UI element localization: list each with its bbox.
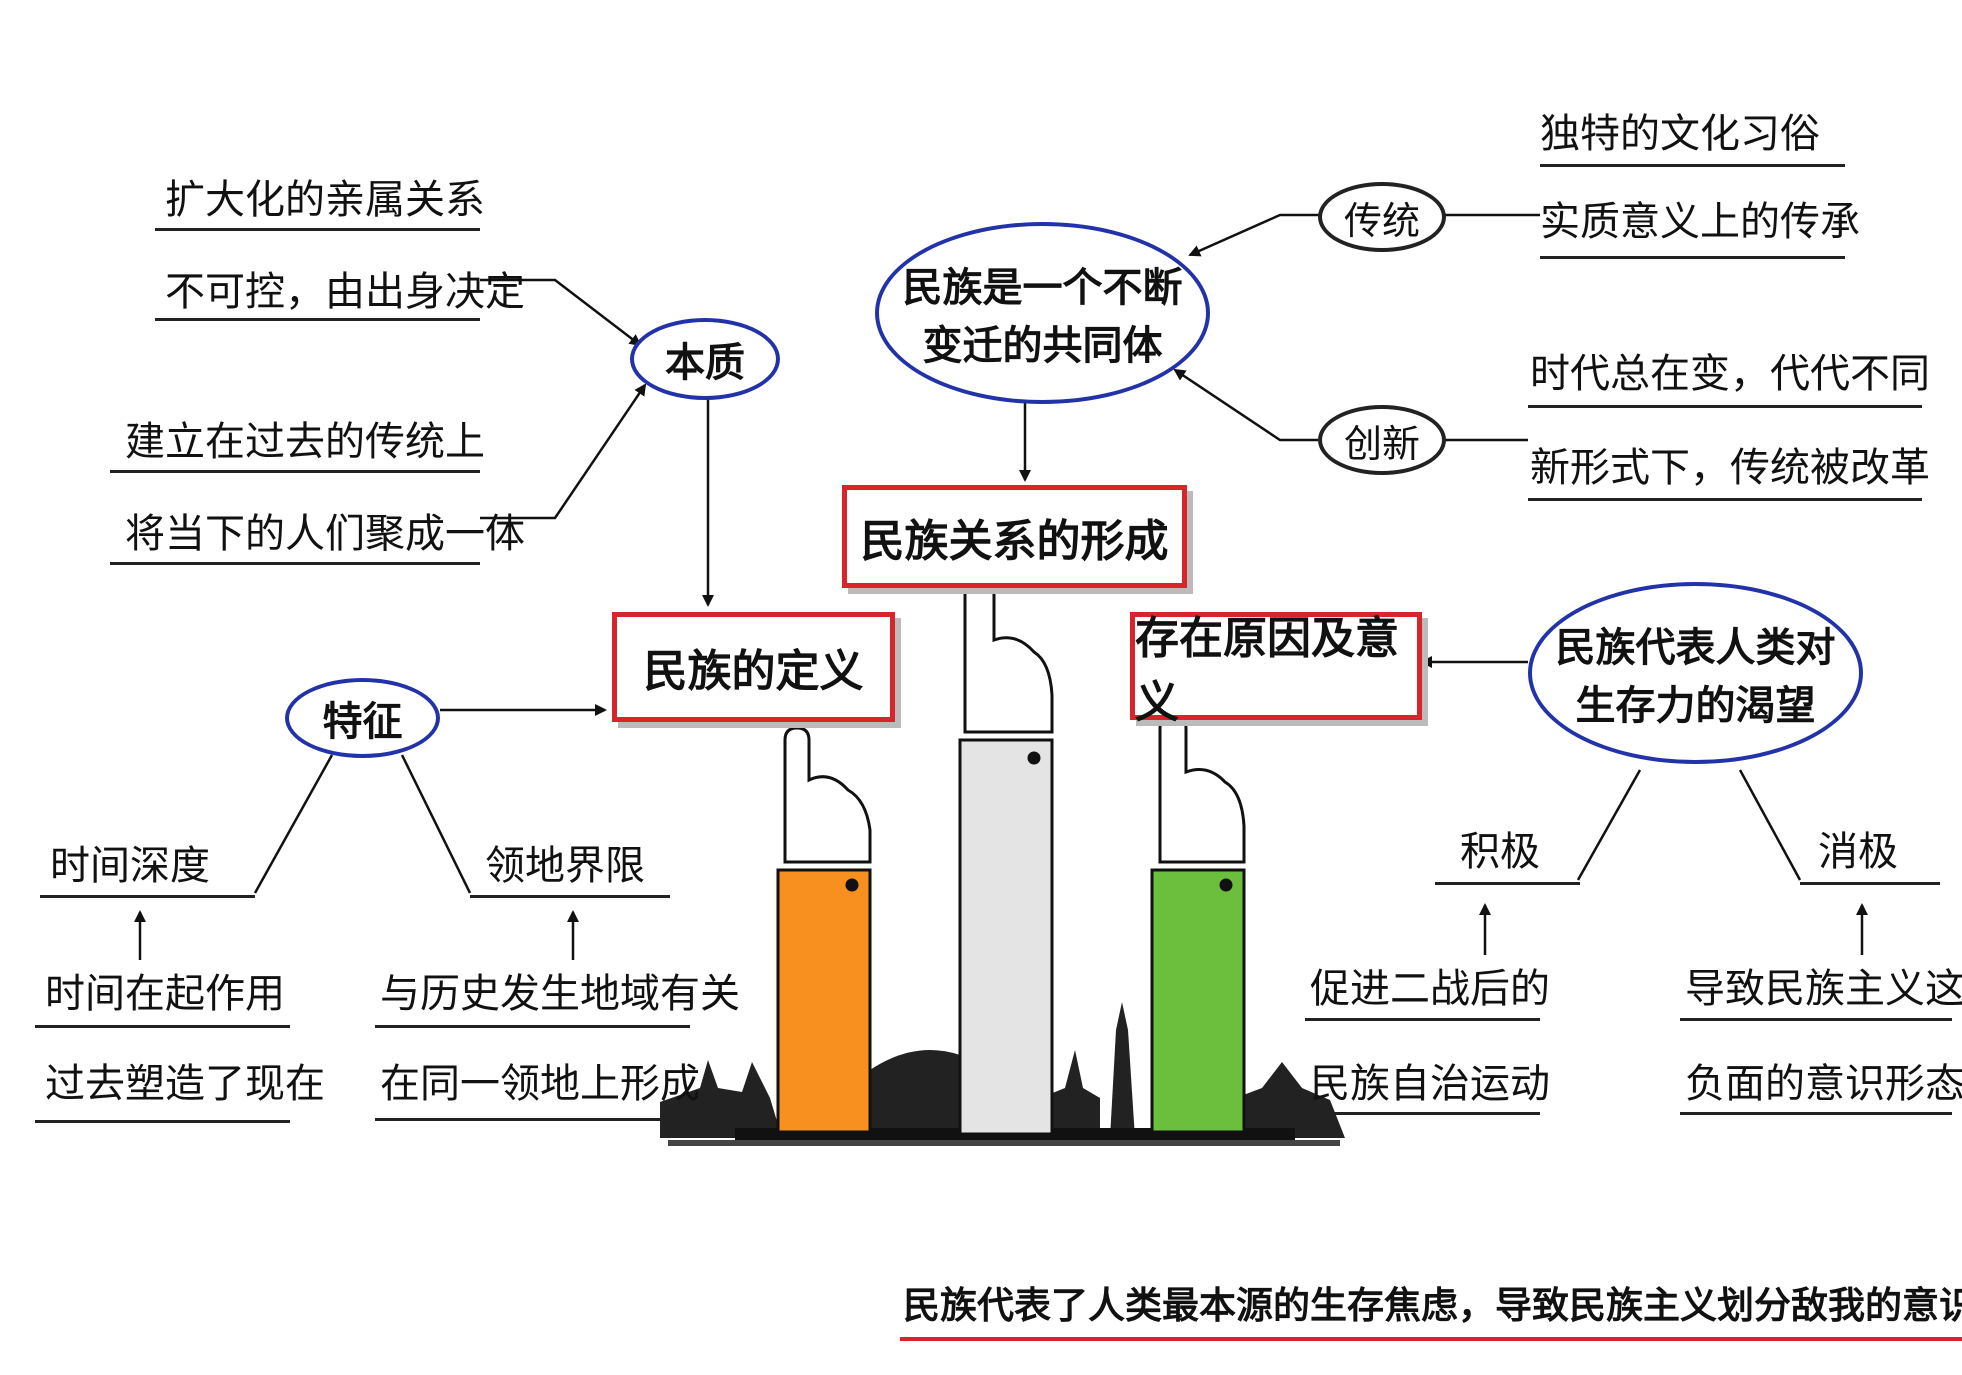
underline <box>155 228 480 231</box>
desire-line-2: 生存力的渴望 <box>1575 683 1816 729</box>
underline <box>1528 405 1922 408</box>
underline <box>1680 1018 1952 1021</box>
essence-item-1: 扩大化的亲属关系 <box>165 177 485 223</box>
underline <box>110 470 480 473</box>
desire-positive-item-2: 民族自治运动 <box>1310 1061 1550 1107</box>
connector-essence-bottom <box>480 383 647 520</box>
community-node: 民族是一个不断 变迁的共同体 <box>875 222 1210 404</box>
feature-territory-label: 领地界限 <box>485 843 645 889</box>
feature-territory-item-1: 与历史发生地域有关 <box>380 971 740 1017</box>
tradition-item-1: 独特的文化习俗 <box>1540 111 1820 157</box>
definition-box: 民族的定义 <box>612 612 895 722</box>
community-line-1: 民族是一个不断 <box>902 265 1183 311</box>
desire-line-1: 民族代表人类对 <box>1555 625 1836 671</box>
essence-item-2: 不可控，由出身决定 <box>165 269 525 315</box>
hand-green <box>1150 713 1246 1134</box>
underline <box>1305 1112 1540 1115</box>
connector-features-time <box>253 754 334 894</box>
desire-negative-label: 消极 <box>1818 829 1898 875</box>
feature-time-item-1: 时间在起作用 <box>45 971 285 1017</box>
underline <box>155 318 480 321</box>
underline <box>35 1120 290 1123</box>
innovation-item-1: 时代总在变，代代不同 <box>1530 351 1930 397</box>
underline <box>1540 256 1845 259</box>
innovation-node: 创新 <box>1318 405 1446 475</box>
connector-essence-top <box>480 278 642 347</box>
desire-negative-item-2: 负面的意识形态 <box>1685 1061 1962 1107</box>
underline <box>470 895 670 898</box>
underline <box>1305 1018 1540 1021</box>
conclusion-underline <box>900 1337 1962 1341</box>
underline <box>1540 164 1845 167</box>
tradition-item-2: 实质意义上的传承 <box>1540 199 1860 245</box>
feature-territory-item-2: 在同一领地上形成 <box>380 1061 700 1107</box>
essence-item-3: 建立在过去的传统上 <box>125 419 485 465</box>
features-node: 特征 <box>285 678 440 758</box>
feature-time-label: 时间深度 <box>50 843 210 889</box>
underline <box>110 562 480 565</box>
connector-innovation <box>1173 368 1318 442</box>
underline <box>1800 882 1940 885</box>
underline <box>375 1025 690 1028</box>
essence-node: 本质 <box>630 318 780 400</box>
hand-orange <box>776 726 872 1134</box>
feature-time-item-2: 过去塑造了现在 <box>45 1061 325 1107</box>
connector-features-territory <box>400 754 472 894</box>
connector-desire-negative <box>1738 769 1802 881</box>
underline <box>1680 1112 1952 1115</box>
desire-positive-item-1: 促进二战后的 <box>1310 966 1550 1012</box>
underline <box>35 1025 290 1028</box>
underline <box>40 895 255 898</box>
hand-white <box>958 578 1054 1136</box>
community-line-2: 变迁的共同体 <box>922 323 1163 369</box>
formation-box: 民族关系的形成 <box>842 485 1187 588</box>
desire-negative-item-1: 导致民族主义这种 <box>1685 966 1962 1012</box>
underline <box>375 1118 690 1121</box>
desire-node: 民族代表人类对 生存力的渴望 <box>1528 582 1863 764</box>
desire-positive-label: 积极 <box>1460 829 1540 875</box>
essence-item-4: 将当下的人们聚成一体 <box>125 511 525 557</box>
connector-desire-positive <box>1576 769 1642 881</box>
reasons-box: 存在原因及意义 <box>1130 612 1422 728</box>
conclusion-text: 民族代表了人类最本源的生存焦虑，导致民族主义划分敌我的意识形态 <box>903 1284 1962 1327</box>
connector-tradition <box>1188 213 1320 257</box>
underline <box>1435 882 1580 885</box>
underline <box>1528 498 1922 501</box>
innovation-item-2: 新形式下，传统被改革 <box>1530 445 1930 491</box>
tradition-node: 传统 <box>1318 182 1446 252</box>
